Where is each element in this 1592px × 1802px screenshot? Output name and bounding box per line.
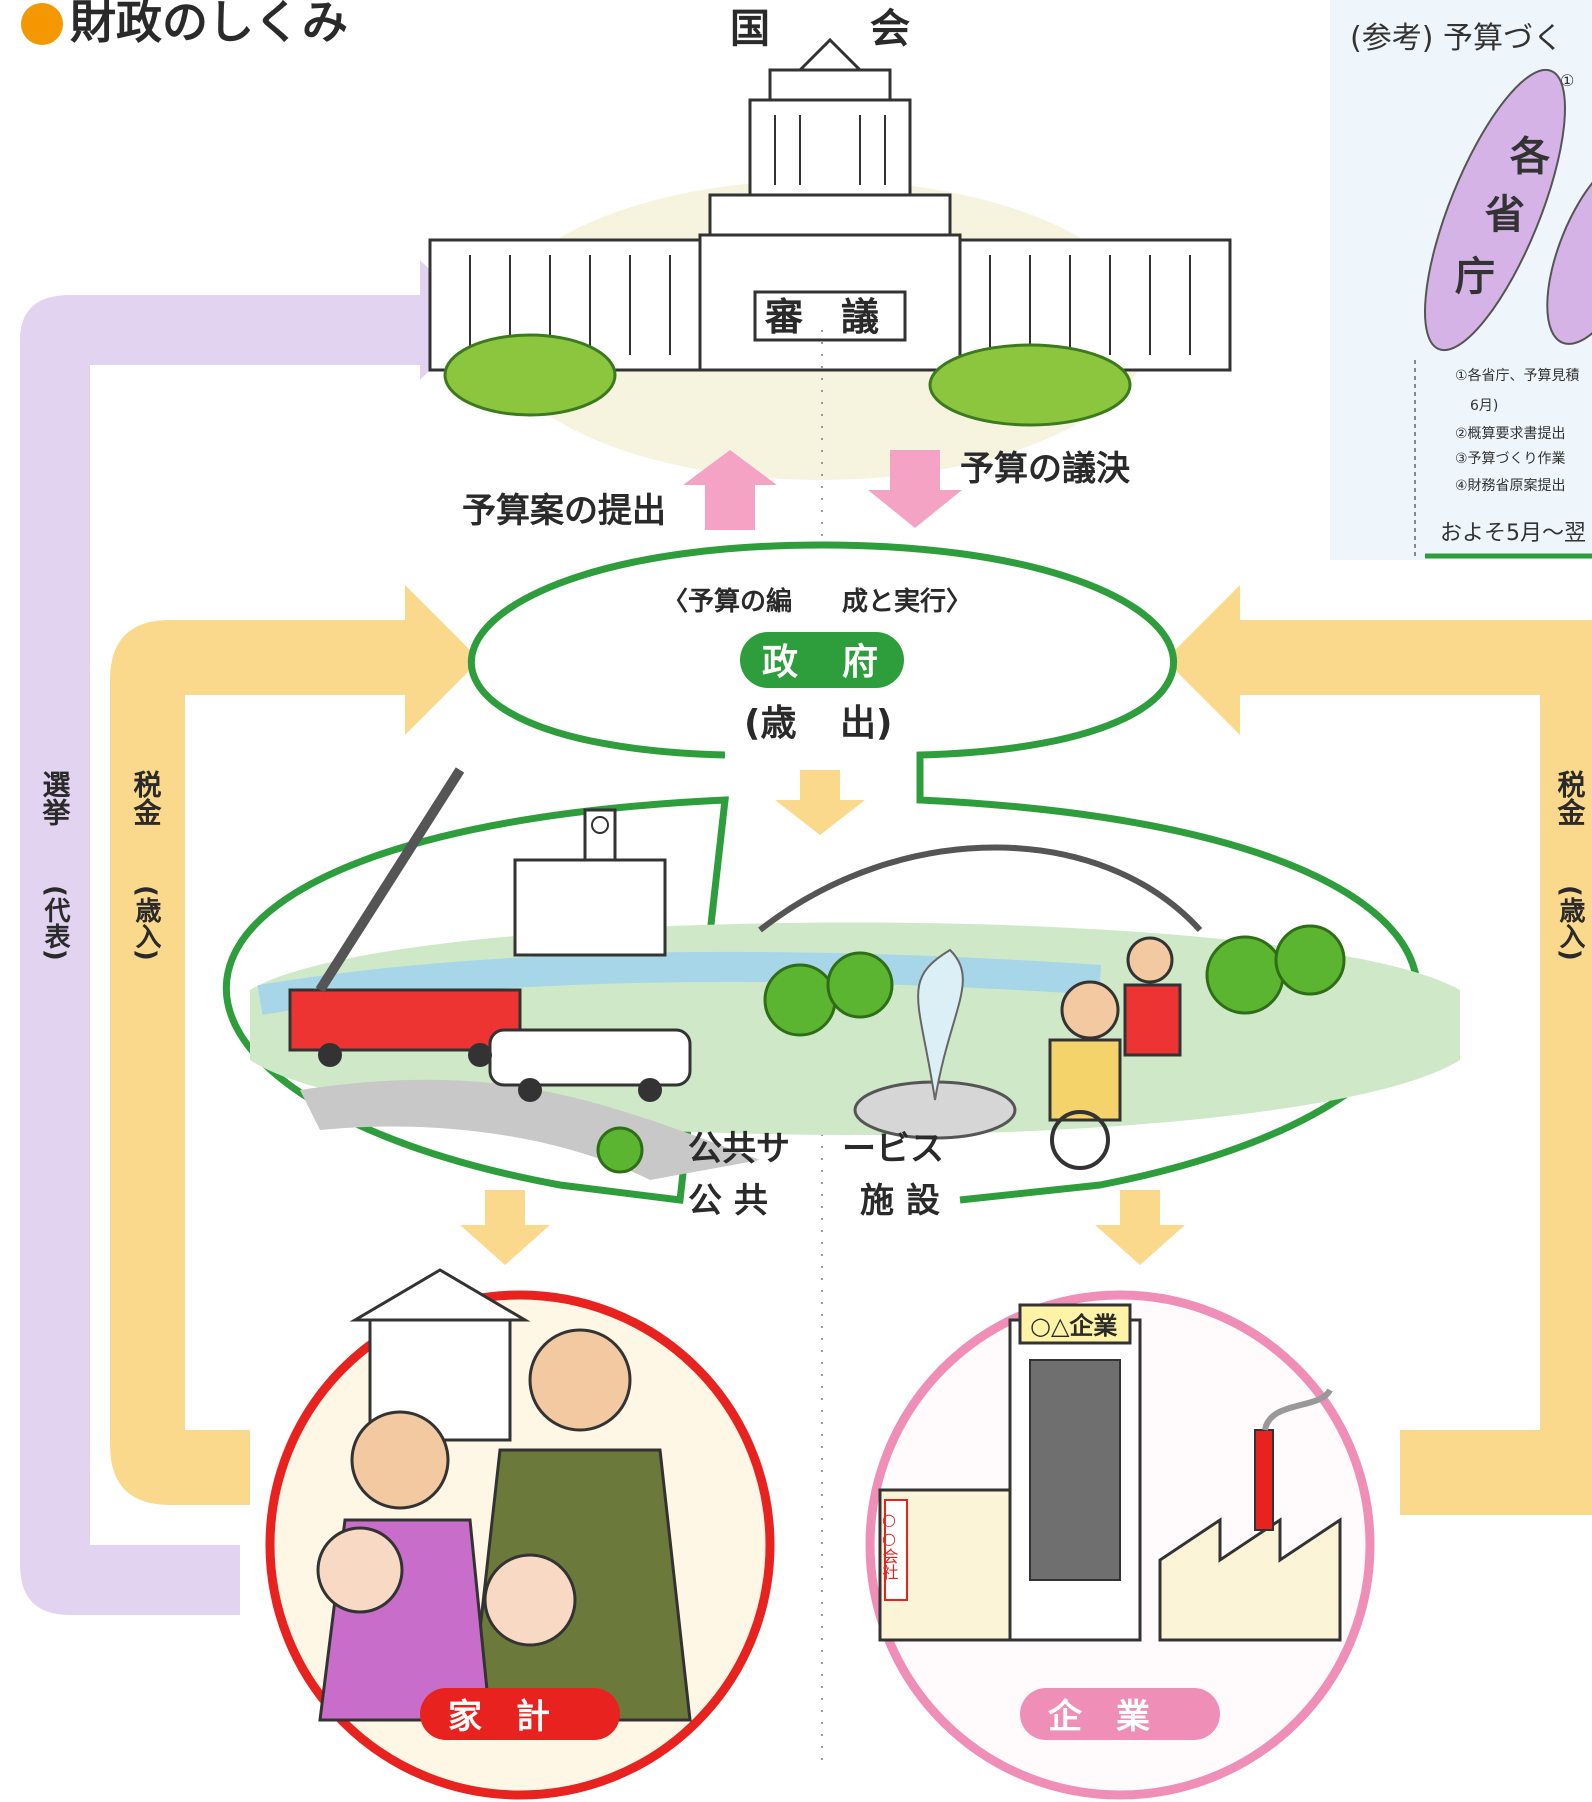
public-services-left: 公共サ	[688, 1129, 790, 1169]
arrow-to-business-icon	[1095, 1190, 1185, 1265]
submission-arrow-icon	[683, 450, 777, 530]
tree-icon	[826, 951, 894, 1019]
reference-panel: (参考) 予算づく ① 各 省 庁 ①各省庁、予算見積 6月) ②概算要求書提出…	[1330, 0, 1592, 560]
fire-truck-icon	[288, 988, 522, 1052]
household-label: 家 計	[448, 1697, 550, 1737]
caregiver-icon	[1126, 936, 1174, 984]
diet-section: 国 会 審 議	[428, 6, 1232, 480]
tax-arrow-right	[1165, 585, 1592, 1515]
government-name-left: 政	[762, 642, 798, 683]
tree-icon	[1205, 935, 1285, 1015]
police-car-icon	[488, 1028, 692, 1087]
household-badge	[420, 1688, 620, 1740]
resolution-arrow-icon	[868, 450, 962, 528]
reference-period: およそ5月〜翌	[1440, 521, 1586, 546]
company-side-sign-text: ○○会社	[880, 1510, 899, 1580]
reference-step-1: ①各省庁、予算見積	[1455, 368, 1580, 384]
government-name-right: 府	[842, 641, 878, 683]
chimney-icon	[1254, 1429, 1274, 1531]
down-arrow-icon	[775, 770, 865, 835]
tax-right-text: 税金	[1554, 769, 1587, 826]
smoke-icon	[1262, 1388, 1333, 1431]
tree-icon	[1274, 924, 1346, 996]
header: 財政のしくみ	[21, 0, 348, 49]
wheelchair-icon	[1050, 1110, 1110, 1170]
reference-step-number: ①	[1560, 71, 1574, 90]
expenditure-left: (歳	[744, 703, 796, 744]
river	[257, 951, 1101, 1015]
reference-step-2: ②概算要求書提出	[1455, 426, 1566, 442]
diet-title-left: 国	[730, 6, 770, 52]
budget-submission-label: 予算案の提出	[462, 491, 666, 531]
company-sign-text: ○△企業	[1030, 1312, 1117, 1340]
page-title: 財政のしくみ	[70, 0, 348, 49]
title-bullet-icon	[21, 3, 63, 45]
reference-step-1-cont: 6月)	[1470, 398, 1498, 414]
office-building-icon	[513, 858, 667, 957]
budget-resolution-label: 予算の議決	[960, 449, 1130, 489]
public-services-right: ービス	[842, 1129, 944, 1169]
household-section: 家 計	[265, 1268, 775, 1800]
government-badge	[740, 632, 904, 688]
election-text: 選挙	[39, 770, 72, 826]
business-section: ○△企業 ○○会社 企 業	[865, 1290, 1375, 1800]
deliberation-sign	[753, 290, 907, 342]
government-section: 〈予算の編 成と実行〉 政 府 (歳 出) 公共サ ービス 公	[222, 541, 1460, 1221]
deliberation-label: 審 議	[764, 295, 879, 339]
mother-icon	[350, 1410, 450, 1510]
public-facilities-right: 施 設	[860, 1181, 940, 1221]
government-subtitle-left: 〈予算の編	[662, 586, 792, 617]
expenditure-right: 出)	[840, 703, 892, 744]
tax-left-text: 税金	[130, 769, 163, 826]
agency-char-1: 各	[1510, 134, 1551, 180]
government-subtitle-right: 成と実行〉	[842, 586, 972, 617]
reference-step-3: ③予算づくり作業	[1455, 451, 1566, 467]
election-label: 選挙 (代表)	[39, 770, 72, 961]
company-sign	[1018, 1303, 1132, 1345]
reference-title: (参考) 予算づく	[1350, 21, 1563, 56]
agency-char-3: 庁	[1455, 254, 1495, 300]
shrub-icon	[596, 1126, 644, 1174]
tree-icon	[763, 963, 837, 1037]
business-label: 企 業	[1048, 1697, 1150, 1737]
arrow-to-household-icon	[460, 1190, 550, 1265]
tax-right-paren: (歳入)	[1555, 885, 1585, 961]
reference-step-4: ④財務省原案提出	[1455, 477, 1566, 494]
election-arrow	[20, 260, 480, 1615]
agencies-ellipse	[1424, 68, 1566, 352]
bush-icon	[443, 333, 617, 417]
public-facilities-left: 公 共	[688, 1181, 768, 1221]
father-icon	[528, 1328, 632, 1432]
election-paren: (代表)	[40, 885, 71, 961]
clock-icon	[591, 816, 609, 834]
elderly-person-icon	[1060, 980, 1120, 1040]
baby-icon	[316, 1526, 404, 1614]
bush-icon	[928, 343, 1132, 427]
agency-char-2: 省	[1485, 192, 1525, 238]
tax-left-paren: (歳入)	[131, 885, 161, 961]
tax-right-label: 税金 (歳入)	[1554, 769, 1587, 961]
bridge-icon	[758, 844, 1203, 933]
child-icon	[483, 1553, 577, 1647]
factory-icon	[1158, 1517, 1342, 1642]
company-side-sign	[884, 1499, 908, 1601]
tax-arrow-left	[110, 585, 480, 1505]
tax-left-label: 税金 (歳入)	[130, 769, 163, 961]
road	[300, 1079, 760, 1180]
diet-title-right: 会	[870, 6, 910, 52]
business-badge	[1020, 1688, 1220, 1740]
ministry-ellipse	[1546, 155, 1592, 345]
